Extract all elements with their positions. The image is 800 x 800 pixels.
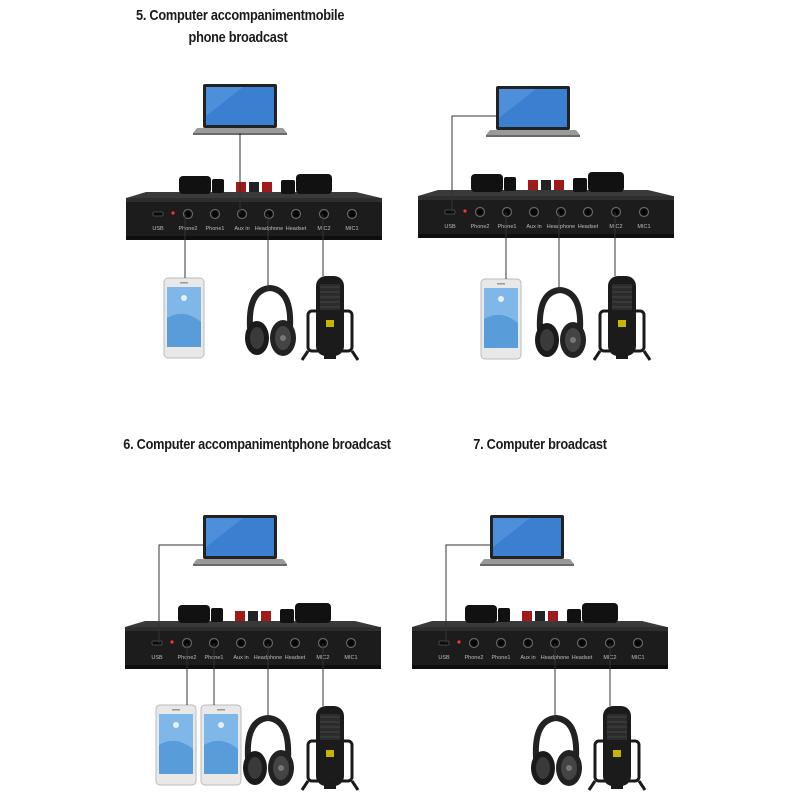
- port-label-headphone: Headphone: [255, 226, 283, 232]
- port-label-mic2: MIC2: [317, 226, 330, 232]
- panel5-phone: [163, 277, 205, 359]
- port-label-usb: USB: [151, 655, 163, 661]
- port-label-aux-in: Aux in: [520, 655, 535, 661]
- panel-top-right-microphone: [592, 276, 652, 361]
- port-label-headset: Headset: [572, 655, 593, 661]
- port-label-headphone: Headphone: [547, 224, 575, 230]
- panel7-title: 7. Computer broadcast: [473, 436, 607, 453]
- panel-top-right-phone: [480, 278, 522, 360]
- port-label-usb: USB: [438, 655, 450, 661]
- panel5-title-line2: phone broadcast: [188, 29, 288, 46]
- panel5-microphone: [300, 276, 360, 361]
- port-label-headset: Headset: [285, 655, 306, 661]
- panel-top-right-headphones: [535, 286, 586, 358]
- port-label-phone2: Phone2: [465, 655, 484, 661]
- port-label-mic1: MIC1: [344, 655, 357, 661]
- panel7-microphone: [587, 706, 647, 791]
- port-label-phone1: Phone1: [492, 655, 511, 661]
- port-label-phone1: Phone1: [498, 224, 517, 230]
- port-label-mic1: MIC1: [631, 655, 644, 661]
- panel6-laptop: [193, 515, 287, 566]
- panel5-laptop: [193, 84, 287, 135]
- panel6-phone-right: [200, 704, 242, 786]
- port-label-headset: Headset: [286, 226, 307, 232]
- port-label-phone2: Phone2: [471, 224, 490, 230]
- panel6-microphone: [300, 706, 360, 791]
- panel7-cable-laptop-usb: [445, 544, 490, 643]
- panel5-headphones: [245, 284, 296, 356]
- panel7-headphones: [531, 714, 582, 786]
- panel-top-right-cable-laptop-usb: [451, 115, 496, 212]
- port-label-usb: USB: [152, 226, 164, 232]
- panel6-cable-laptop-usb: [158, 544, 203, 643]
- port-label-aux-in: Aux in: [526, 224, 541, 230]
- port-label-phone2: Phone2: [179, 226, 198, 232]
- panel6-headphones: [243, 714, 294, 786]
- panel6-title: 6. Computer accompanimentphone broadcast: [123, 436, 391, 453]
- port-label-headset: Headset: [578, 224, 599, 230]
- port-label-mic2: MIC2: [609, 224, 622, 230]
- port-label-usb: USB: [444, 224, 456, 230]
- panel6-phone-left: [155, 704, 197, 786]
- port-label-aux-in: Aux in: [233, 655, 248, 661]
- port-label-phone1: Phone1: [206, 226, 225, 232]
- port-label-mic1: MIC1: [345, 226, 358, 232]
- panel7-laptop: [480, 515, 574, 566]
- panel5-title-line1: 5. Computer accompanimentmobile: [136, 7, 345, 24]
- panel-top-right-laptop: [486, 86, 580, 137]
- port-label-mic1: MIC1: [637, 224, 650, 230]
- port-label-aux-in: Aux in: [234, 226, 249, 232]
